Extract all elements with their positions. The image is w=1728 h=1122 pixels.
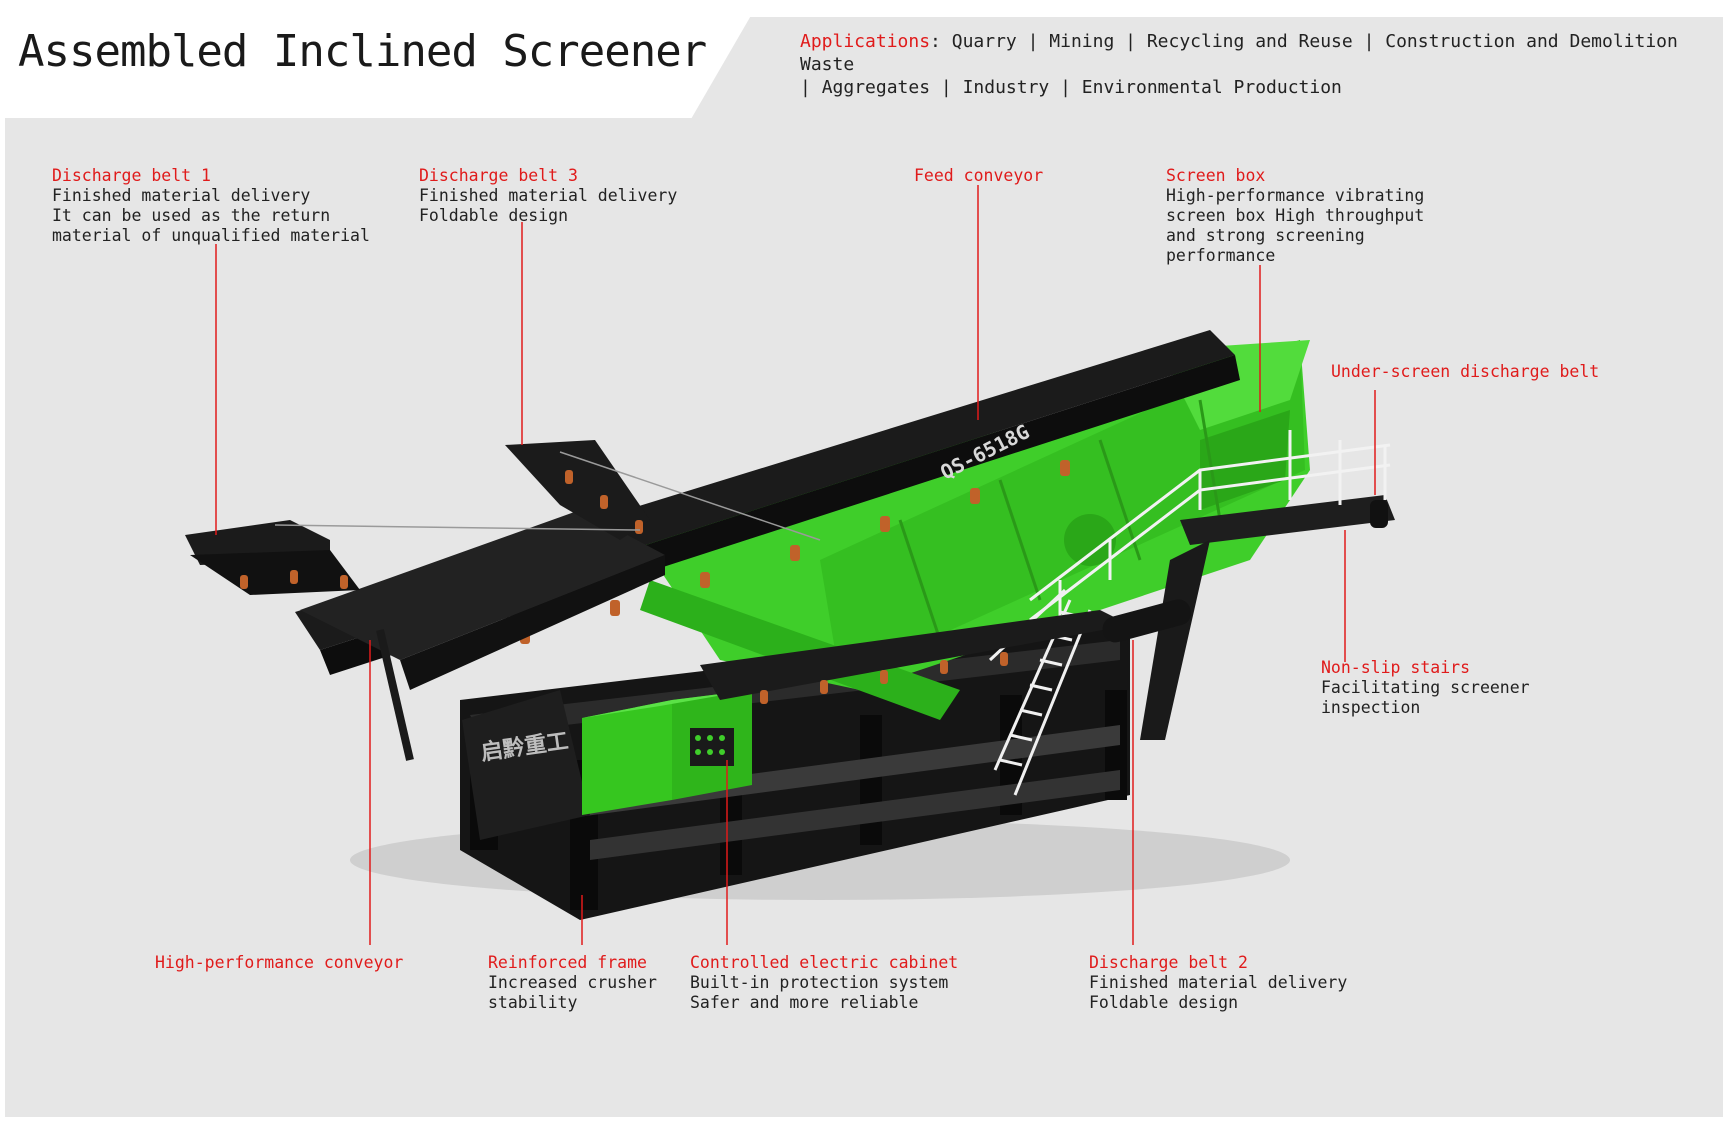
discharge-belt-3-graphic [505,440,650,540]
applications-label: Applications [800,31,931,52]
electric-cabinet-graphic [582,690,752,815]
callout-discharge-belt-1: Discharge belt 1 Finished material deliv… [52,166,370,246]
callout-title: Discharge belt 1 [52,166,211,185]
callout-reinforced-frame: Reinforced frame Increased crusher stabi… [488,953,657,1013]
support-cables [274,451,821,541]
callout-non-slip-stairs: Non-slip stairs Facilitating screener in… [1321,658,1530,718]
application-item: Recycling and Reuse [1146,31,1353,52]
callout-title: High-performance conveyor [155,953,404,972]
callout-title: Discharge belt 3 [419,166,578,185]
callout-line: and strong screening [1166,226,1365,245]
callout-discharge-belt-3: Discharge belt 3 Finished material deliv… [419,166,677,226]
application-item: Quarry [951,31,1017,52]
callout-line: Finished material delivery [419,186,678,205]
callout-line: Foldable design [1089,993,1239,1012]
callout-title: Controlled electric cabinet [690,953,959,972]
callout-line: Facilitating screener [1321,678,1530,697]
callout-line: It can be used as the return [52,206,331,225]
discharge-belt-1-graphic [185,520,360,595]
callout-discharge-belt-2: Discharge belt 2 Finished material deliv… [1089,953,1347,1013]
callout-line: Built-in protection system [690,973,949,992]
callout-line: stability [488,993,578,1012]
high-performance-conveyor-graphic [300,510,665,761]
applications-line: Applications: Quarry | Mining | Recyclin… [800,31,1678,98]
screen-box-graphic [640,340,1310,720]
callout-line: Finished material delivery [52,186,311,205]
application-item: Aggregates [821,77,931,98]
callout-line: inspection [1321,698,1421,717]
application-item: Industry [962,77,1050,98]
callout-title: Feed conveyor [914,166,1044,185]
callout-line: Increased crusher [488,973,657,992]
callout-line: Foldable design [419,206,569,225]
callout-line: High-performance vibrating [1166,186,1425,205]
callout-title: Under-screen discharge belt [1331,362,1600,381]
callout-line: material of unqualified material [52,226,370,245]
callout-title: Screen box [1166,166,1266,185]
application-item: Environmental Production [1081,77,1342,98]
callout-title: Discharge belt 2 [1089,953,1248,972]
discharge-belt-2-graphic [700,599,1191,704]
page-title: Assembled Inclined Screener [18,26,707,77]
callout-title: Non-slip stairs [1321,658,1471,677]
title-card: Assembled Inclined Screener [0,0,760,118]
platform-handrail [1029,430,1391,622]
callout-line: screen box High throughput [1166,206,1425,225]
callout-line: Finished material delivery [1089,973,1348,992]
application-item: Construction and Demolition Waste [800,31,1678,75]
callout-electric-cabinet: Controlled electric cabinet Built-in pro… [690,953,958,1013]
callout-under-screen-discharge-belt: Under-screen discharge belt [1331,362,1599,382]
callout-title: Reinforced frame [488,953,647,972]
engine-housing: 启黔重工 [462,690,590,840]
callout-line: Safer and more reliable [690,993,919,1012]
callout-leaders [215,185,1376,945]
callout-feed-conveyor: Feed conveyor [914,166,1043,186]
application-item: Mining [1049,31,1115,52]
callout-line: performance [1166,246,1276,265]
callout-high-performance-conveyor: High-performance conveyor [155,953,403,973]
under-screen-belt-graphic [1140,495,1395,740]
callout-screen-box: Screen box High-performance vibrating sc… [1166,166,1424,266]
